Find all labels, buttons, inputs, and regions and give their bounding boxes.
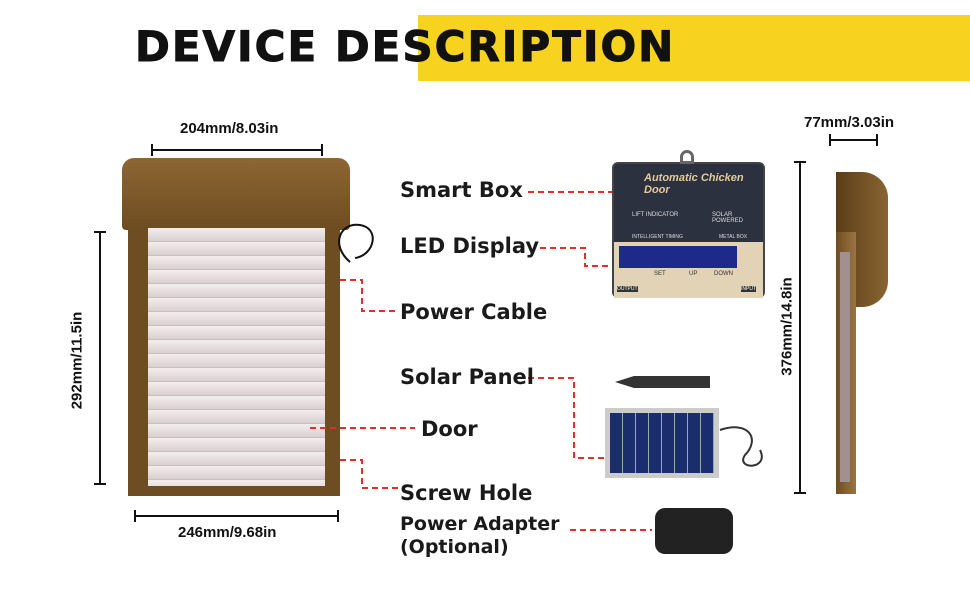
door-slat [148, 396, 325, 410]
total-height-label: 376mm/14.8in [778, 277, 796, 376]
lift-indicator-label: LIFT INDICATOR [632, 212, 679, 218]
door-frame: for(let i=0;i<19;i++)document.write('<di… [128, 226, 340, 496]
smart-box-label: Smart Box [400, 178, 523, 202]
output-label: OUTPUT [617, 286, 638, 292]
door-slat [148, 228, 325, 242]
solar-panel-image [605, 408, 719, 478]
solar-powered-label: SOLAR POWERED [712, 212, 744, 224]
power-cable-label: Power Cable [400, 300, 548, 324]
page-title: DEVICE DESCRIPTION [134, 22, 676, 72]
door-slat [148, 298, 325, 312]
door-slat [148, 466, 325, 480]
door-slat [148, 480, 325, 486]
solar-panel-label: Solar Panel [400, 365, 534, 389]
led-display-label: LED Display [400, 234, 540, 258]
door-roll-housing [122, 158, 350, 230]
ground-stake [615, 376, 710, 388]
door-slat [148, 382, 325, 396]
smart-box-brand: Automatic Chicken Door [644, 172, 744, 196]
power-adapter-label: Power Adapter [400, 513, 560, 535]
door-slat [148, 326, 325, 340]
door-slat [148, 452, 325, 466]
power-adapter-image [655, 508, 733, 554]
timing-label: INTELLIGENT TIMING [632, 234, 683, 240]
door-slat [148, 354, 325, 368]
depth-label: 77mm/3.03in [804, 114, 895, 131]
door-shutter: for(let i=0;i<19;i++)document.write('<di… [148, 228, 325, 486]
lcd-display [619, 246, 737, 268]
bottom-width-label: 246mm/9.68in [178, 524, 277, 541]
input-label: INPUT [741, 286, 756, 292]
height-label: 292mm/11.5in [68, 311, 86, 410]
hanger-hook [680, 150, 694, 164]
power-cable-coil [338, 223, 374, 263]
door-slat [148, 284, 325, 298]
door-slat [148, 438, 325, 452]
down-button-label: DOWN [714, 271, 733, 277]
power-adapter-note: (Optional) [400, 536, 509, 558]
up-button-label: UP [689, 271, 698, 277]
top-width-label: 204mm/8.03in [180, 120, 279, 137]
door-label: Door [421, 417, 478, 441]
smart-box-image: Automatic Chicken Door LIFT INDICATOR SO… [612, 162, 765, 298]
door-slat [148, 368, 325, 382]
door-side-view [836, 172, 888, 494]
set-button-label: SET [654, 271, 666, 277]
metal-box-label: METAL BOX [719, 234, 748, 240]
door-slat [148, 340, 325, 354]
door-slat [148, 256, 325, 270]
door-slat [148, 410, 325, 424]
door-slat [148, 312, 325, 326]
door-slat [148, 424, 325, 438]
screw-hole-label: Screw Hole [400, 481, 533, 505]
door-slat [148, 270, 325, 284]
door-slat [148, 242, 325, 256]
title-banner [418, 15, 970, 81]
